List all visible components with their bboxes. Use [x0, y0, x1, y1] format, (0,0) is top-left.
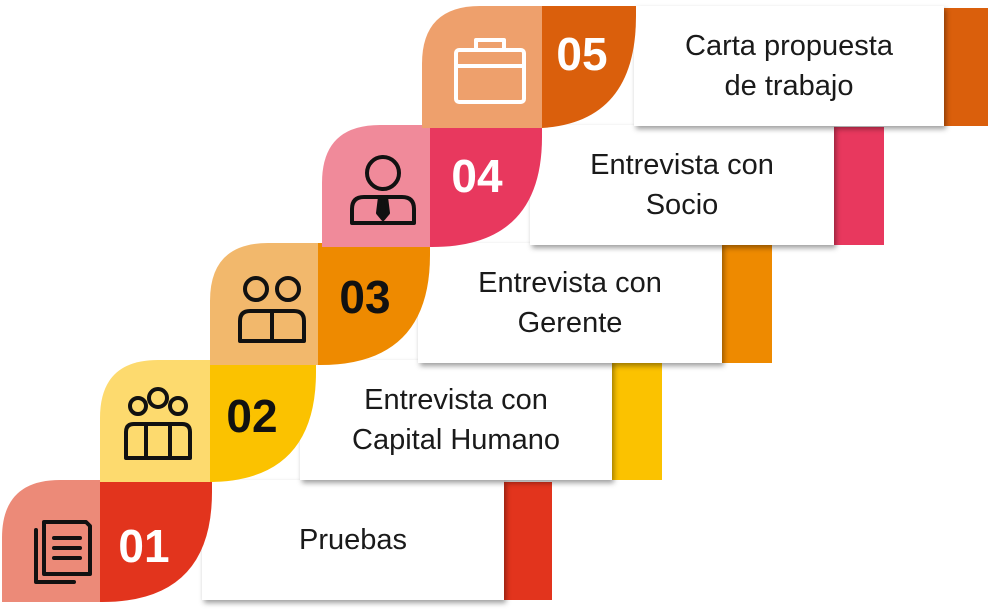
step-leaf: 01 — [2, 480, 212, 602]
step-tab — [834, 127, 884, 245]
step-card: Entrevista con Gerente — [418, 243, 722, 363]
step-number: 01 — [118, 520, 169, 572]
group-icon — [124, 387, 192, 460]
step-01: Pruebas 01 — [2, 480, 562, 602]
step-05: Carta propuesta de trabajo 05 — [422, 6, 988, 128]
step-leaf: 04 — [322, 125, 542, 247]
step-card: Pruebas — [202, 480, 504, 600]
step-leaf: 03 — [210, 243, 430, 365]
step-tab — [612, 362, 662, 480]
step-02: Entrevista con Capital Humano 02 — [100, 360, 662, 482]
step-label: Pruebas — [298, 524, 407, 556]
step-number: 05 — [556, 28, 607, 80]
step-card: Entrevista con Capital Humano — [300, 360, 612, 480]
documents-icon — [34, 520, 92, 584]
step-number: 02 — [226, 390, 277, 442]
step-tab — [502, 482, 552, 600]
step-leaf: 05 — [422, 6, 636, 128]
step-label: Entrevista con Capital Humano — [352, 384, 560, 456]
step-card: Carta propuesta de trabajo — [634, 6, 944, 126]
step-number: 04 — [451, 150, 503, 202]
step-label: Carta propuesta de trabajo — [685, 30, 893, 102]
step-tab — [722, 245, 772, 363]
step-tab — [944, 8, 988, 126]
step-card: Entrevista con Socio — [530, 125, 834, 245]
step-label: Entrevista con Socio — [590, 149, 774, 221]
step-leaf: 02 — [100, 360, 316, 482]
step-03: Entrevista con Gerente 03 — [210, 243, 772, 365]
step-number: 03 — [339, 271, 390, 323]
step-label: Entrevista con Gerente — [478, 267, 662, 339]
step-04: Entrevista con Socio 04 — [322, 125, 884, 247]
briefcase-icon — [454, 38, 526, 104]
pair-icon — [238, 276, 306, 343]
person-tie-icon — [350, 155, 416, 225]
